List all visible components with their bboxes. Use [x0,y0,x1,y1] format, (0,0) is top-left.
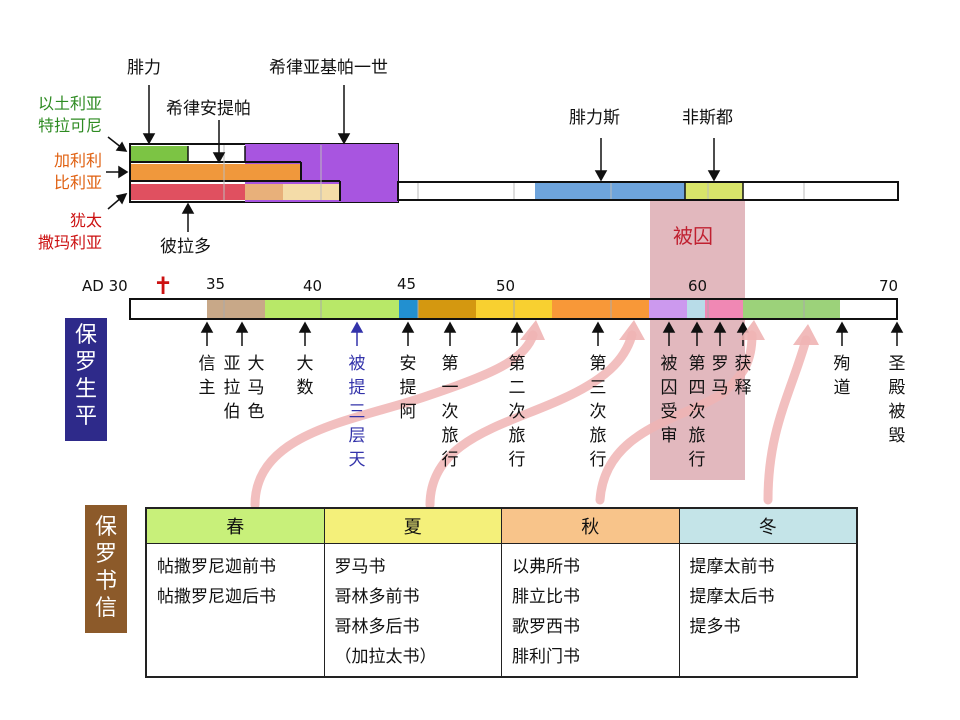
season-winter: 冬 提摩太前书 提摩太后书 提多书 [679,509,856,676]
axis-tick-ad30: AD 30 [82,277,128,295]
paul-timeline-bar [129,298,898,320]
ruler-label-herod-agrippa-1: 希律亚基帕一世 [269,58,388,78]
season-summer: 夏 罗马书 哥林多前书 哥林多后书 （加拉太书） [324,509,502,676]
letter-item: 哥林多后书 [334,617,420,637]
event-conversion: 信主 [198,354,216,398]
axis-tick-35: 35 [206,275,226,293]
event-imprisoned-trial: 被囚受审 [660,354,678,446]
event-arrows [200,321,904,346]
event-second-journey: 第二次旅行 [508,354,526,470]
letter-link-arrows [250,330,811,510]
felix-bar [535,183,685,199]
cross-icon: ✝ [153,272,174,300]
philip-bar [131,146,188,161]
event-fourth-journey: 第四次旅行 [688,354,706,470]
letter-item: 哥林多前书 [334,587,420,607]
antipas-bar [131,164,301,180]
paul-life-box [65,318,107,441]
event-released: 获释 [734,354,752,398]
event-antioch: 安提阿 [399,354,417,422]
letter-item: 帖撒罗尼迦前书 [157,557,276,577]
season-autumn: 秋 以弗所书 腓立比书 歌罗西书 腓利门书 [502,509,680,676]
festus-bar [685,183,743,199]
event-martyrdom: 殉道 [833,354,851,398]
event-temple-destroyed: 圣殿被毁 [888,354,906,446]
axis-tick-60: 60 [688,277,708,295]
ruler-label-festus: 非斯都 [682,108,733,128]
paul-letters-box [85,505,127,633]
ruler-label-philip: 腓力 [127,58,161,78]
event-arabia: 亚拉伯 [223,354,241,422]
event-first-journey: 第一次旅行 [441,354,459,470]
season-header: 秋 [502,509,679,544]
letter-item: 提多书 [689,617,741,637]
pilate-bar-cream [283,184,340,200]
ruler-label-herod-antipas: 希律安提帕 [166,99,251,119]
letter-link-arrowheads [520,320,819,345]
axis-tick-70: 70 [879,277,899,295]
letter-item: 帖撒罗尼迦后书 [157,587,276,607]
event-third-journey: 第三次旅行 [589,354,607,470]
letter-item: 以弗所书 [512,557,580,577]
paul-letters-label: 保罗书信 [94,515,117,621]
letter-item: 腓利门书 [512,647,580,667]
ruler-arrows [142,85,721,232]
upper-timeline [129,143,899,203]
season-header: 冬 [679,509,856,544]
letters-table: 春 帖撒罗尼迦前书 帖撒罗尼迦后书 夏 罗马书 哥林多前书 哥林多后书 （加拉太… [145,507,858,678]
letter-item: 歌罗西书 [512,617,580,637]
letter-item: 提摩太后书 [689,587,775,607]
region-idumea-trachonitis: 以土利亚特拉可尼 [37,94,102,135]
season-spring: 春 帖撒罗尼迦前书 帖撒罗尼迦后书 [147,509,325,676]
region-arrows [106,136,129,210]
region-judea-samaria: 犹太撒玛利亚 [37,211,102,252]
letter-item: 腓立比书 [512,587,580,607]
ruler-label-felix: 腓力斯 [569,108,620,128]
pilate-bar-red [131,184,245,200]
letter-item: （加拉太书） [334,647,437,667]
season-header: 春 [147,509,324,544]
event-rome: 罗马 [711,354,729,398]
letter-item: 提摩太前书 [689,557,775,577]
axis-tick-50: 50 [496,277,516,295]
region-galilee-perea: 加利利比利亚 [53,151,102,192]
paul-life-label: 保罗生平 [74,323,97,429]
event-damascus: 大马色 [247,354,265,422]
axis-tick-40: 40 [303,277,323,295]
axis-tick-45: 45 [397,275,417,293]
event-tarsus: 大数 [296,354,314,398]
pilate-bar-tan [245,184,283,200]
captivity-label: 被囚 [673,224,713,248]
letter-item: 罗马书 [334,557,386,577]
event-third-heaven: 被提三层天 [348,354,366,470]
ruler-label-pilate: 彼拉多 [160,237,211,257]
season-header: 夏 [324,509,501,544]
